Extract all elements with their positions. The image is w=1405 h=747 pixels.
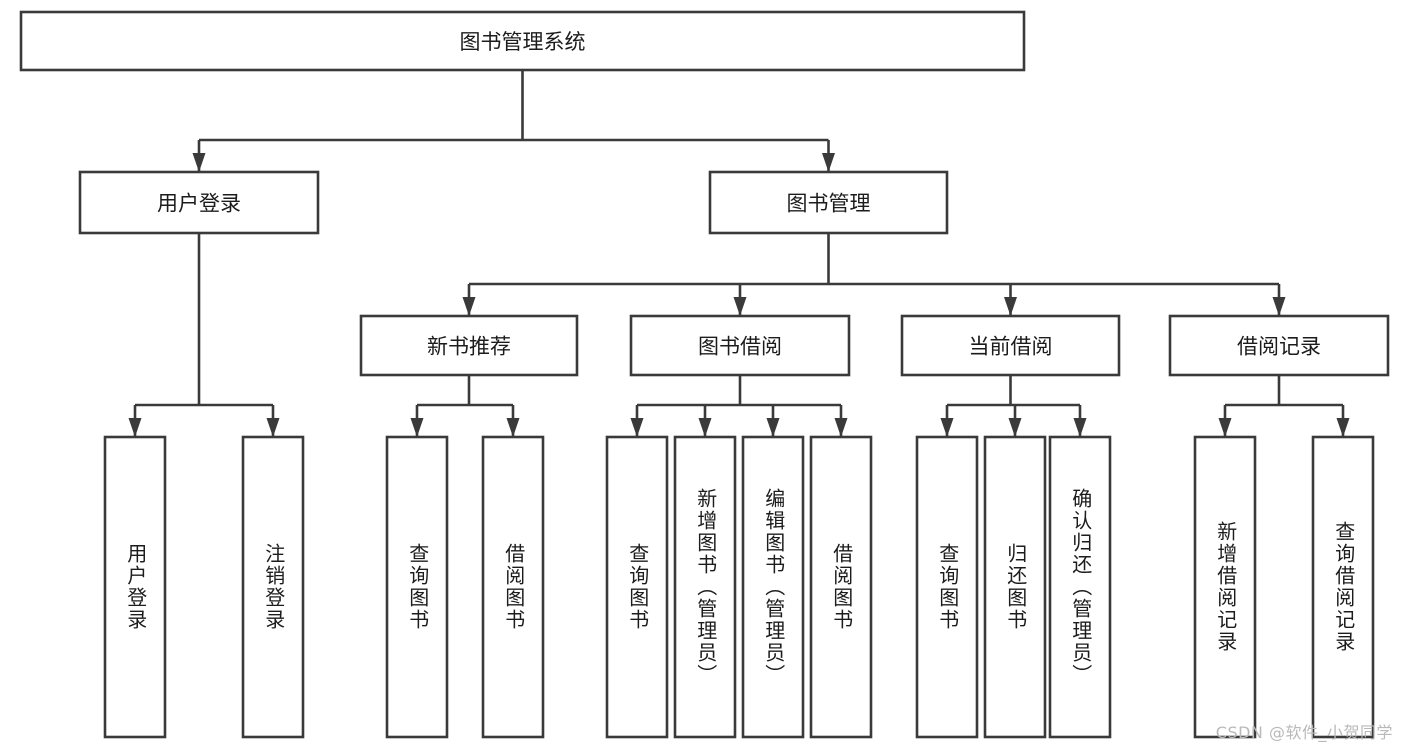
node-box-leaf-query-record[interactable] [1311,435,1375,739]
node-label-book-borrow: 图书借阅 [698,335,782,359]
arrow-head [1073,418,1087,437]
arrow-head [630,418,644,437]
arrow-head [698,418,712,437]
node-label-current-borrow: 当前借阅 [969,335,1053,359]
arrow-head [128,418,142,437]
node-box-leaf-borrow-book-b[interactable] [809,435,873,739]
arrow-head [733,297,747,316]
arrow-head [1004,297,1017,316]
node-box-leaf-user-logout[interactable] [241,435,305,739]
node-box-current-borrow[interactable] [900,314,1121,377]
connector-layer [128,70,1350,437]
node-box-leaf-query-book-rec[interactable] [385,435,449,739]
arrow-head [1272,297,1286,316]
arrow-head [766,418,780,437]
arrow-head [410,418,424,437]
node-label-book-manage: 图书管理 [787,192,871,216]
arrow-head [266,418,280,437]
node-box-book-borrow[interactable] [629,314,851,377]
node-box-leaf-return-book[interactable] [983,435,1047,739]
node-box-leaf-confirm-return[interactable] [1048,435,1112,739]
node-box-leaf-query-book-c[interactable] [915,435,979,739]
node-box-user-login[interactable] [78,170,320,235]
node-box-book-manage[interactable] [708,170,949,235]
node-box-root[interactable] [19,10,1026,72]
node-box-borrow-record[interactable] [1168,314,1390,377]
node-box-leaf-borrow-book-rec[interactable] [481,435,545,739]
arrow-head [834,418,848,437]
csdn-watermark: CSDN @软件_小贺同学 [1215,723,1393,742]
node-label-root: 图书管理系统 [460,30,586,54]
node-box-leaf-query-book-b[interactable] [605,435,669,739]
arrow-head [940,418,954,437]
node-label-user-login: 用户登录 [157,192,241,216]
arrow-head [1218,418,1232,437]
arrow-head [822,153,835,172]
node-label-borrow-record: 借阅记录 [1237,335,1321,359]
node-box-leaf-edit-book[interactable] [741,435,805,739]
node-box-layer [19,10,1390,739]
node-box-leaf-add-record[interactable] [1193,435,1257,739]
node-box-leaf-add-book[interactable] [673,435,737,739]
arrow-head [506,418,520,437]
arrow-head [1008,418,1022,437]
node-box-leaf-user-login[interactable] [103,435,167,739]
node-label-new-book-rec: 新书推荐 [427,335,511,359]
arrow-head [192,153,206,172]
arrow-head [462,297,476,316]
arrow-head [1336,418,1350,437]
node-box-new-book-rec[interactable] [359,314,579,377]
